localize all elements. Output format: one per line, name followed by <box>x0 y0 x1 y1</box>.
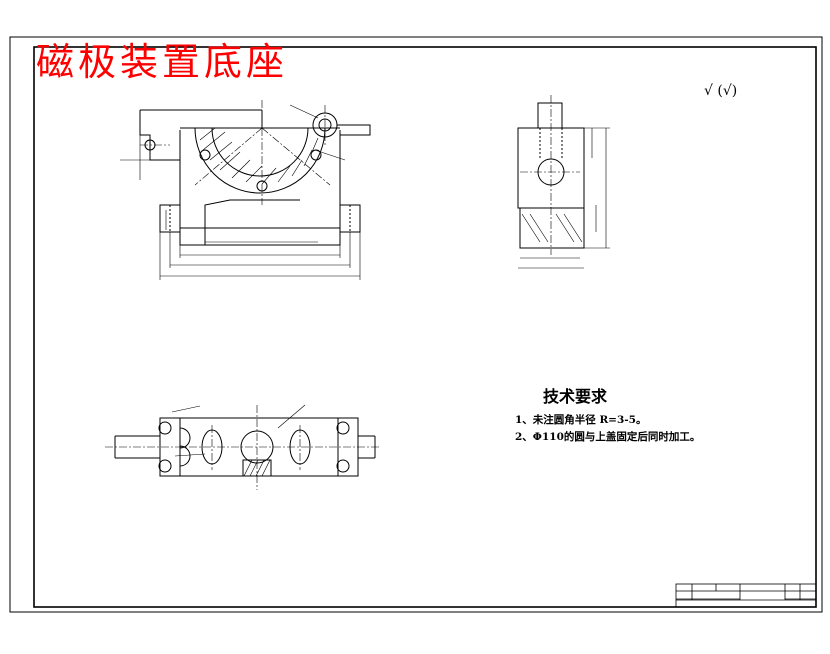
drawing-title: 磁极装置底座 <box>36 40 289 84</box>
tech-requirements-heading: 技术要求 <box>543 387 608 406</box>
tech-requirement-item-2: 2、Φ110的圆与上盖固定后同时加工。 <box>515 431 701 443</box>
title-block <box>675 583 817 608</box>
top-view <box>105 404 380 490</box>
front-view <box>120 100 371 280</box>
inner-border <box>33 46 817 608</box>
side-view <box>517 95 610 269</box>
roughness-symbol: √ (√) <box>704 83 738 99</box>
tech-requirement-item-1: 1、未注圆角半径 R=3-5。 <box>515 414 647 426</box>
outer-border <box>9 36 823 613</box>
